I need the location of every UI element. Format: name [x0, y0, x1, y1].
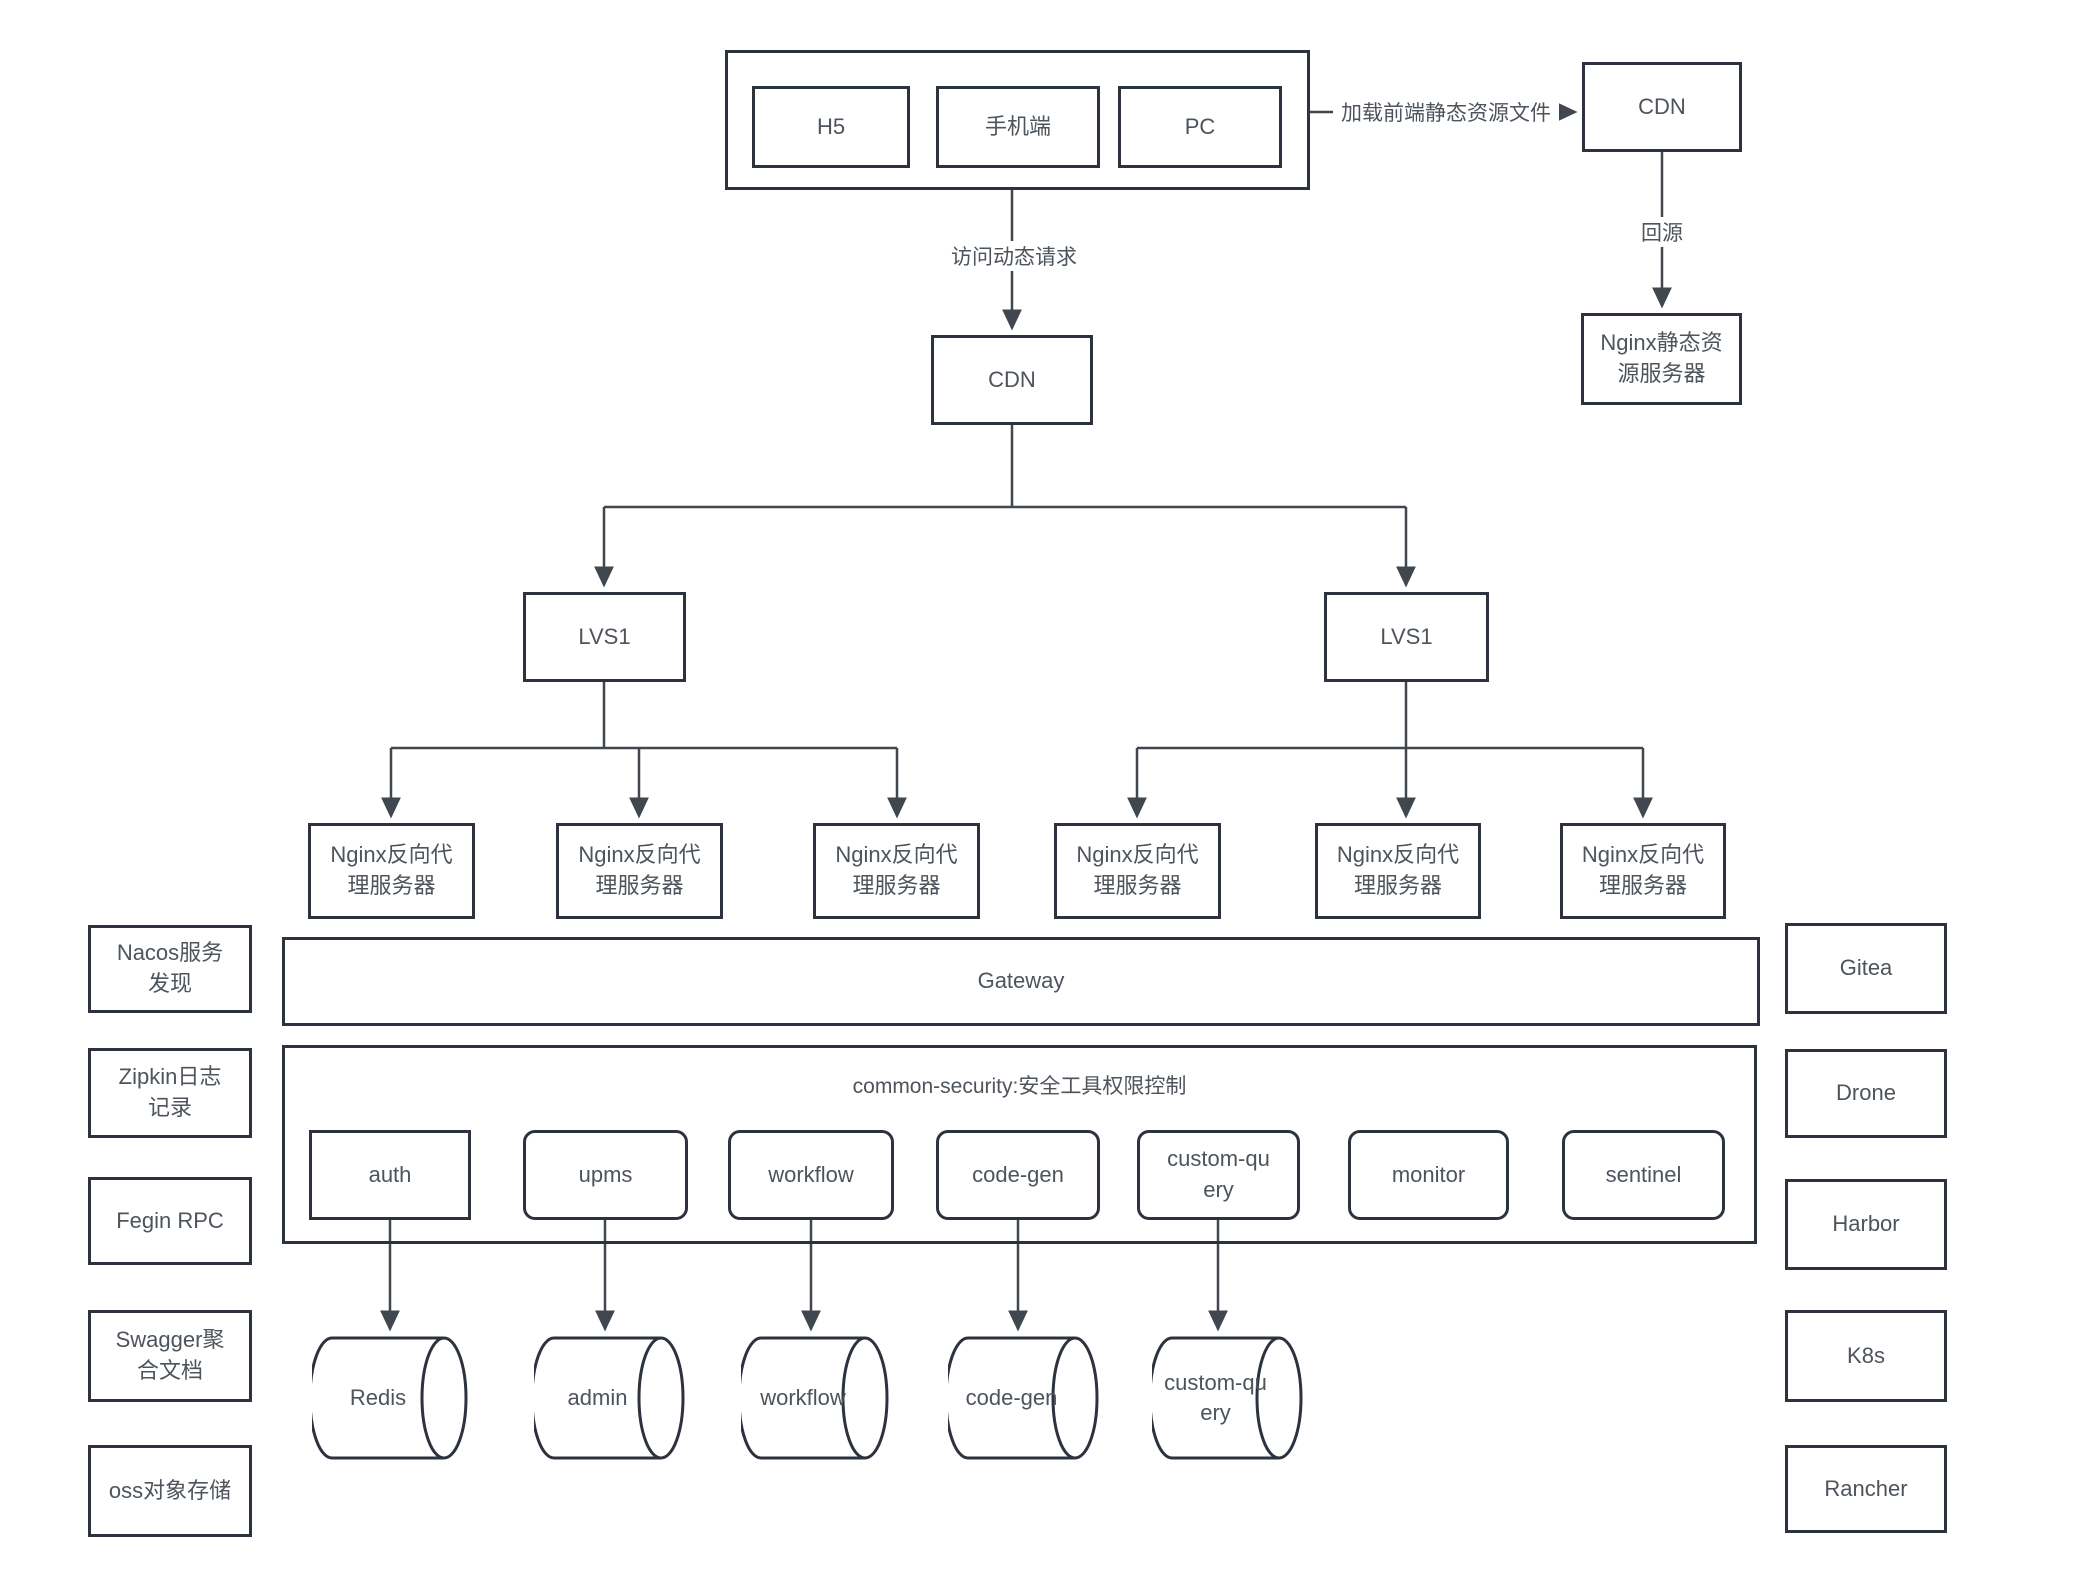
edge-label-back-to-source: 回源	[1633, 217, 1691, 247]
panel-fegin-rpc: Fegin RPC	[88, 1177, 252, 1265]
node-service-workflow: workflow	[728, 1130, 894, 1220]
node-service-code-gen: code-gen	[936, 1130, 1100, 1220]
cylinder-shape	[948, 1336, 1099, 1460]
node-service-sentinel: sentinel	[1562, 1130, 1725, 1220]
db-cylinder-admin: admin	[534, 1336, 687, 1460]
node-nginx-proxy-6: Nginx反向代理服务器	[1560, 823, 1726, 919]
db-cylinder-code-gen: code-gen	[948, 1336, 1101, 1460]
panel-nacos: Nacos服务发现	[88, 925, 252, 1013]
node-pc: PC	[1118, 86, 1282, 168]
db-cylinder-workflow: workflow	[741, 1336, 891, 1460]
edge-label-dynamic-request: 访问动态请求	[943, 241, 1085, 271]
db-cylinder-redis: Redis	[312, 1336, 470, 1460]
panel-swagger: Swagger聚合文档	[88, 1310, 252, 1402]
panel-zipkin: Zipkin日志记录	[88, 1048, 252, 1138]
node-service-auth: auth	[309, 1130, 471, 1220]
node-nginx-proxy-1: Nginx反向代理服务器	[308, 823, 475, 919]
node-service-monitor: monitor	[1348, 1130, 1509, 1220]
db-cylinder-custom-query: custom-query	[1152, 1336, 1305, 1460]
node-lvs-right: LVS1	[1324, 592, 1489, 682]
node-lvs-left: LVS1	[523, 592, 686, 682]
node-nginx-static-server: Nginx静态资源服务器	[1581, 313, 1742, 405]
cylinder-shape	[534, 1336, 685, 1460]
panel-rancher: Rancher	[1785, 1445, 1947, 1533]
node-cdn-edge: CDN	[1582, 62, 1742, 152]
panel-gitea: Gitea	[1785, 923, 1947, 1014]
panel-k8s: K8s	[1785, 1310, 1947, 1402]
panel-drone: Drone	[1785, 1049, 1947, 1138]
node-h5: H5	[752, 86, 910, 168]
panel-oss: oss对象存储	[88, 1445, 252, 1537]
client-container	[725, 50, 1310, 190]
node-service-custom-query: custom-query	[1137, 1130, 1300, 1220]
cylinder-shape	[1152, 1336, 1303, 1460]
node-service-upms: upms	[523, 1130, 688, 1220]
node-cdn-main: CDN	[931, 335, 1093, 425]
security-container-title: common-security:安全工具权限控制	[852, 1075, 1187, 1098]
security-container: common-security:安全工具权限控制	[282, 1045, 1757, 1244]
cylinder-shape	[741, 1336, 889, 1460]
node-nginx-proxy-2: Nginx反向代理服务器	[556, 823, 723, 919]
node-nginx-proxy-5: Nginx反向代理服务器	[1315, 823, 1481, 919]
node-nginx-proxy-4: Nginx反向代理服务器	[1054, 823, 1221, 919]
node-mobile-client: 手机端	[936, 86, 1100, 168]
cylinder-shape	[312, 1336, 468, 1460]
edge-label-load-static: 加载前端静态资源文件	[1333, 97, 1559, 127]
node-gateway: Gateway	[282, 937, 1760, 1026]
panel-harbor: Harbor	[1785, 1179, 1947, 1270]
node-nginx-proxy-3: Nginx反向代理服务器	[813, 823, 980, 919]
